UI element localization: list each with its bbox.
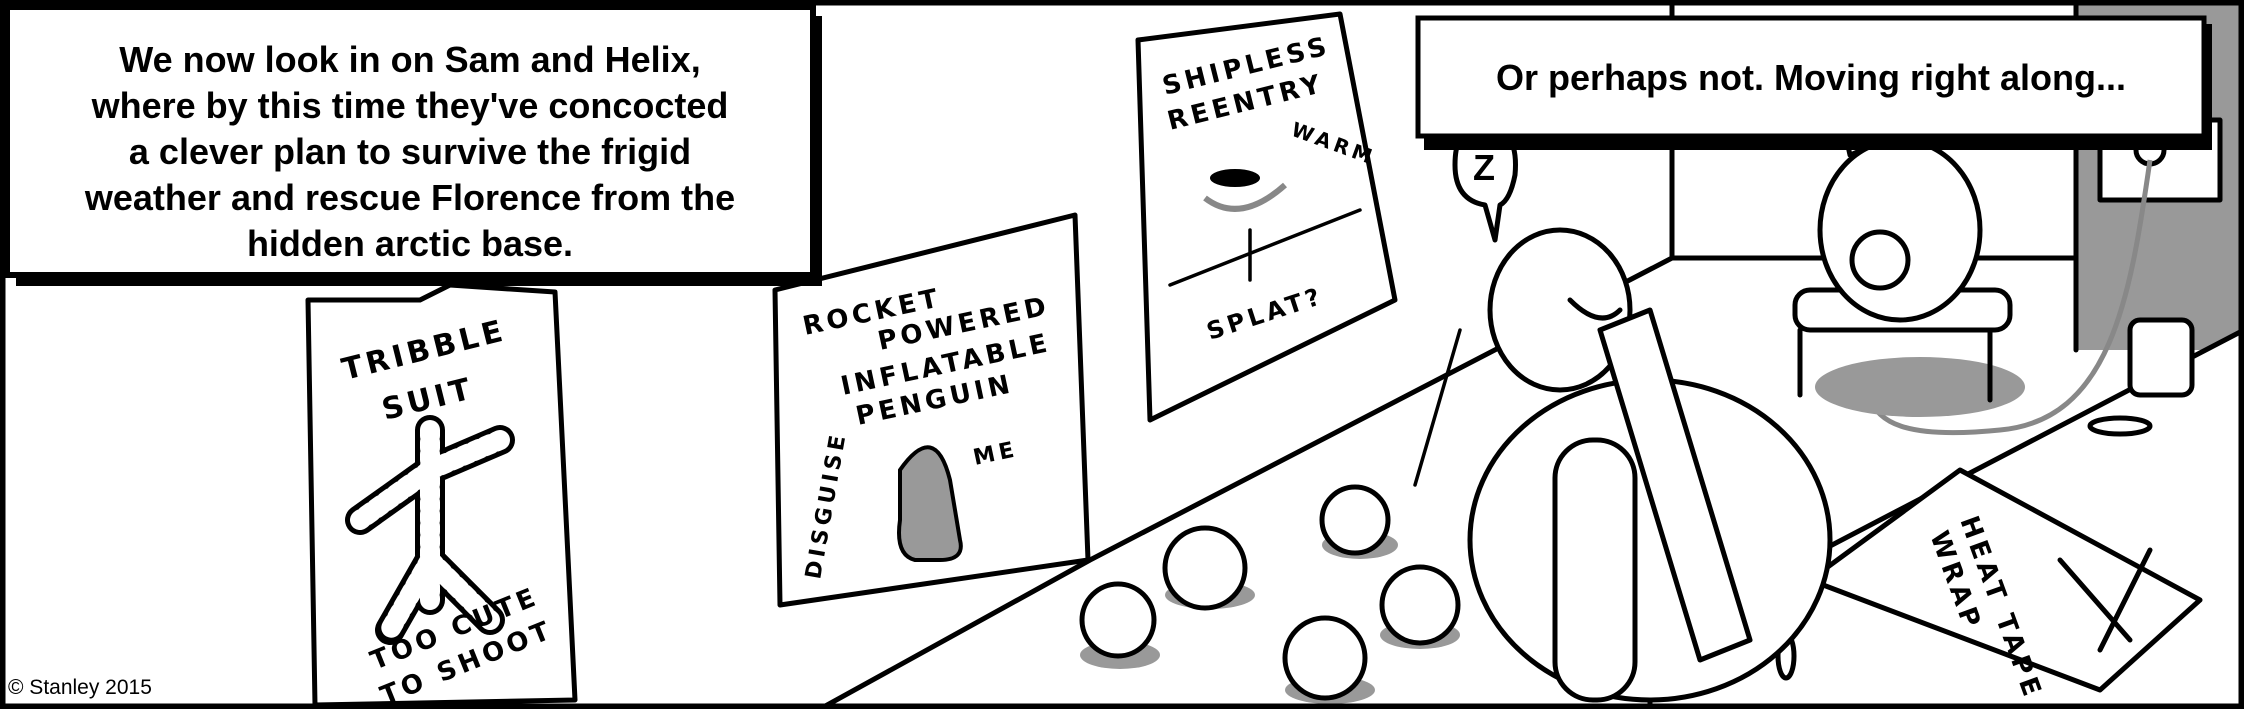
teddy-bear [1849,229,1911,291]
tribble-suit-texture [350,420,510,640]
falling-figure-icon [1210,169,1260,187]
caption-line: where by this time they've concocted [91,85,729,126]
tribbles [1079,484,1461,704]
tribble [1079,581,1157,659]
snore-text: Z [1473,147,1495,188]
ground-line [1168,208,1362,287]
caption-box [1415,15,2207,139]
tribble [1379,564,1461,646]
sam-head [1487,227,1633,393]
poster-rocket-penguin: ROCKET POWERED INFLATABLE PENGUIN DISGUI… [772,212,1091,608]
caption-moving-along: Or perhaps not. Moving right along... [1415,15,2212,150]
caption-text: Or perhaps not. Moving right along... [1496,57,2126,98]
poster-tribble-suit: TRIBBLE SUIT TOO CUTE TO SHOOT [305,282,578,709]
chair-shadow [1815,357,2025,417]
caption-line: weather and rescue Florence from the [84,177,735,218]
mug [2127,317,2195,398]
caption-box [4,4,816,278]
sam-scarf [1597,307,1753,663]
sam-mouth [1567,297,1623,321]
poster-shipless-reentry: SHIPLESS REENTRY WARM SPLAT? [1135,11,1398,423]
power-cord [1867,159,2153,436]
robot-body [1817,137,1983,323]
poster-paper [772,212,1091,608]
caption-line: a clever plan to survive the frigid [129,131,691,172]
caption-intro: We now look in on Sam and Helix, where b… [4,4,822,286]
penguin-drawing [897,445,963,562]
antenna [1413,328,1462,487]
robot-sam-reclining [1413,227,1833,703]
caption-line: hidden arctic base. [247,223,573,264]
heat-tape-coil [2057,547,2153,653]
heat-tape-sheet [1807,467,2203,693]
spoon [2087,415,2153,437]
tribble [1282,615,1368,701]
caption-line: We now look in on Sam and Helix, [119,39,700,80]
tribble [1319,484,1391,556]
copyright: © Stanley 2015 [8,676,152,699]
heat-shield-arc [1203,182,1287,212]
tribble [1162,525,1248,611]
poster-paper [1135,11,1398,423]
sam-leg [1552,437,1638,703]
